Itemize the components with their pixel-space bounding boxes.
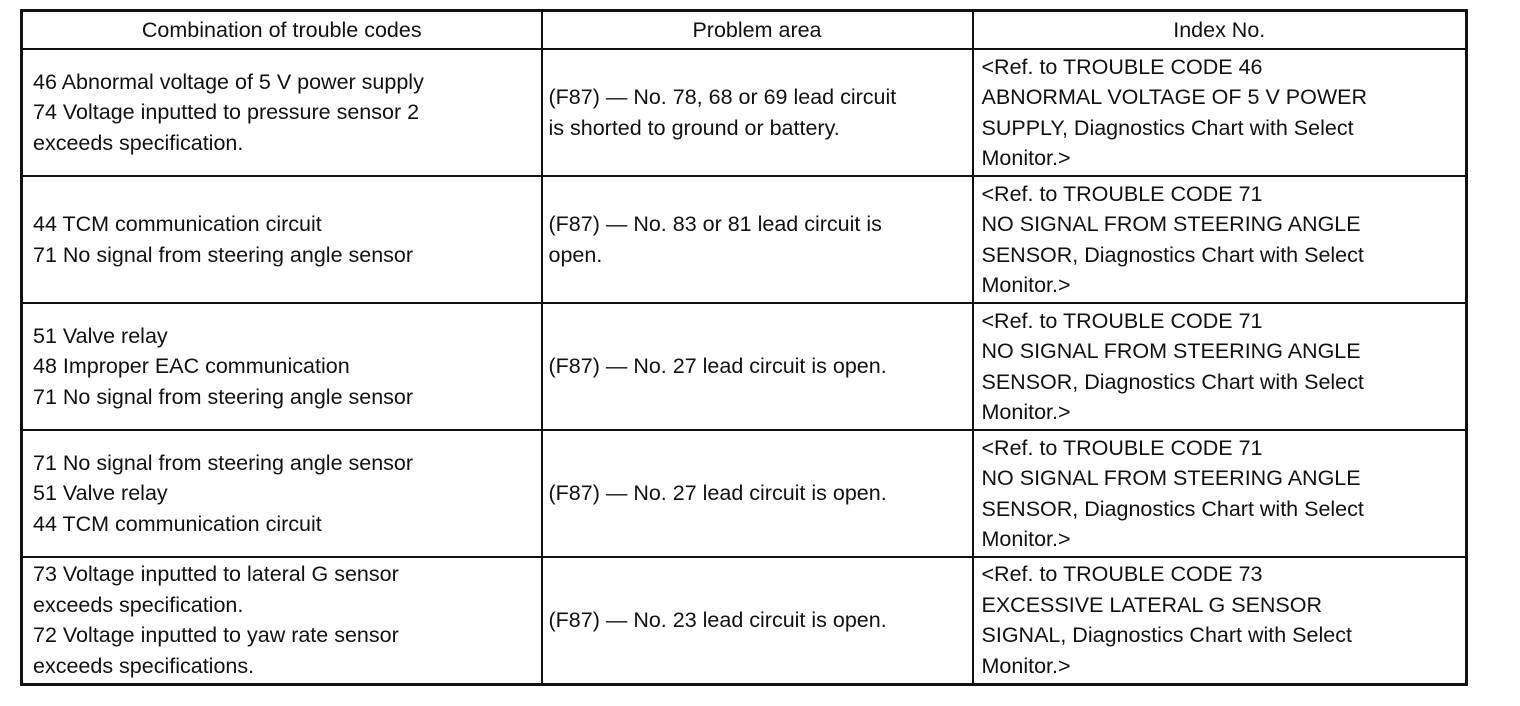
combination-cell: 51 Valve relay 48 Improper EAC communica… [20,302,543,431]
problem-area-cell: (F87) — No. 27 lead circuit is open. [540,302,974,431]
problem-area-cell: (F87) — No. 83 or 81 lead circuit is ope… [540,175,974,304]
index-no-cell: <Ref. to TROUBLE CODE 73 EXCESSIVE LATER… [971,556,1468,685]
trouble-code-combination-table: Combination of trouble codes Problem are… [20,9,1468,686]
header-problem-area: Problem area [540,9,974,50]
combination-cell: 73 Voltage inputted to lateral G sensor … [20,556,543,685]
header-combination: Combination of trouble codes [20,9,543,50]
table-header: Combination of trouble codes Problem are… [20,9,1468,50]
problem-area-cell: (F87) — No. 23 lead circuit is open. [540,556,974,685]
trouble-code-document: Combination of trouble codes Problem are… [20,9,1468,686]
header-index-no: Index No. [971,9,1468,50]
index-no-cell: <Ref. to TROUBLE CODE 71 NO SIGNAL FROM … [971,302,1468,431]
combination-cell: 71 No signal from steering angle sensor … [20,429,543,558]
problem-area-cell: (F87) — No. 78, 68 or 69 lead circuit is… [540,48,974,177]
header-row: Combination of trouble codes Problem are… [20,9,1468,50]
combination-cell: 46 Abnormal voltage of 5 V power supply … [20,48,543,177]
index-no-cell: <Ref. to TROUBLE CODE 71 NO SIGNAL FROM … [971,429,1468,558]
table-row: 44 TCM communication circuit 71 No signa… [20,175,1468,304]
index-no-cell: <Ref. to TROUBLE CODE 71 NO SIGNAL FROM … [971,175,1468,304]
table-row: 73 Voltage inputted to lateral G sensor … [20,556,1468,685]
index-no-cell: <Ref. to TROUBLE CODE 46 ABNORMAL VOLTAG… [971,48,1468,177]
combination-cell: 44 TCM communication circuit 71 No signa… [20,175,543,304]
table-body: 46 Abnormal voltage of 5 V power supply … [20,48,1468,685]
table-row: 71 No signal from steering angle sensor … [20,429,1468,558]
table-row: 51 Valve relay 48 Improper EAC communica… [20,302,1468,431]
problem-area-cell: (F87) — No. 27 lead circuit is open. [540,429,974,558]
table-row: 46 Abnormal voltage of 5 V power supply … [20,48,1468,177]
